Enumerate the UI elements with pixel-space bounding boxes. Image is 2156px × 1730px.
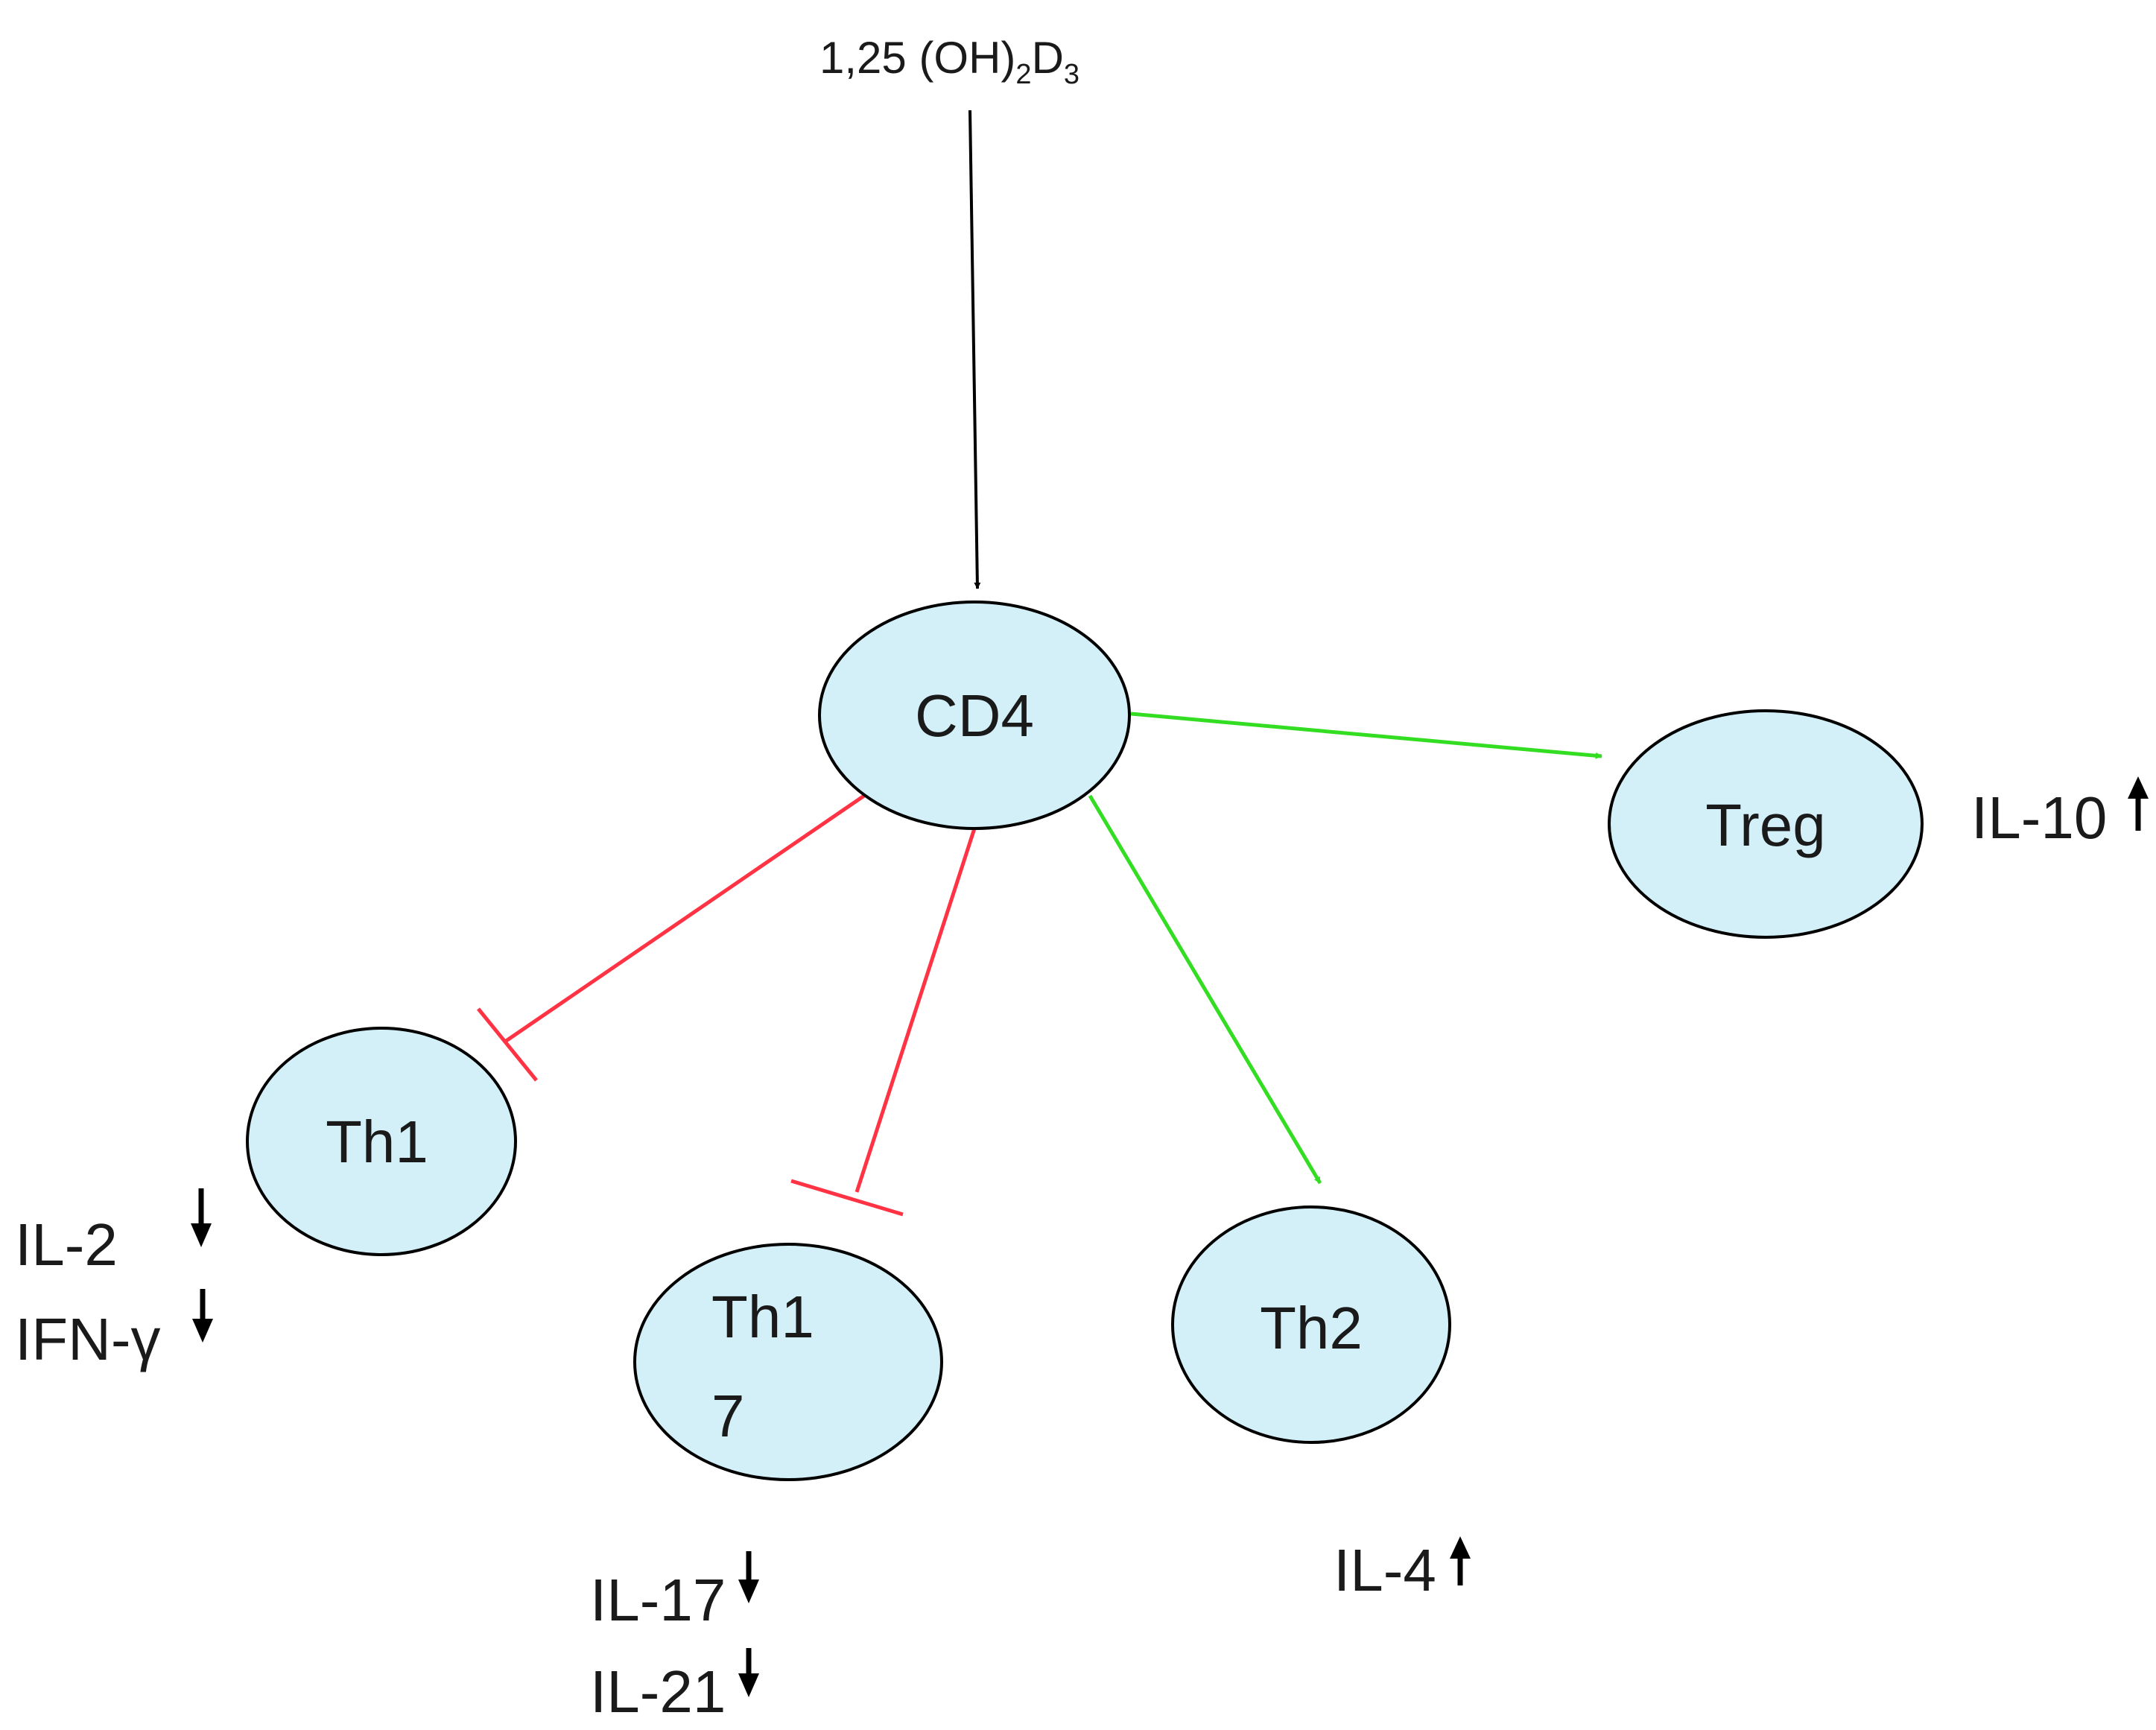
cytokine-ifng: IFN-γ [15, 1289, 213, 1372]
node-cd4: CD4 [818, 601, 1131, 830]
cytokine-il10: IL-10 [1971, 776, 2149, 851]
down-arrow-icon [192, 1289, 213, 1343]
cd4-to-treg-arrow [1130, 712, 1602, 759]
svg-text:CD4: CD4 [915, 682, 1034, 749]
down-arrow-icon [191, 1188, 212, 1247]
up-arrow-icon [2128, 776, 2149, 831]
cytokine-il17: IL-17 [590, 1551, 759, 1633]
cytokine-il4: IL-4 [1334, 1536, 1471, 1603]
cd4-to-th17-inhibit [790, 828, 977, 1217]
up-arrow-icon [1450, 1536, 1471, 1585]
svg-text:1,25 (OH)2D3: 1,25 (OH)2D3 [819, 33, 1079, 90]
source-to-cd4-arrow [968, 110, 981, 589]
svg-text:Th1: Th1 [711, 1284, 814, 1350]
cytokine-il21: IL-21 [590, 1648, 759, 1725]
node-th2: Th2 [1171, 1205, 1451, 1444]
svg-text:7: 7 [711, 1383, 745, 1449]
svg-text:IL-17: IL-17 [590, 1567, 726, 1633]
node-th17: Th1 7 [633, 1243, 943, 1481]
svg-text:Treg: Treg [1705, 792, 1826, 858]
node-treg: Treg [1608, 709, 1924, 939]
source-label: 1,25 (OH)2D3 [819, 33, 1079, 90]
svg-text:IL-21: IL-21 [590, 1658, 726, 1725]
node-th1: Th1 [246, 1027, 517, 1256]
svg-text:IL-2: IL-2 [15, 1211, 118, 1278]
cytokine-il2: IL-2 [15, 1188, 212, 1278]
svg-text:IL-10: IL-10 [1971, 785, 2107, 851]
cd4-to-th1-inhibit [477, 793, 866, 1082]
svg-text:IFN-γ: IFN-γ [15, 1306, 161, 1372]
cd4-to-th2-arrow [1088, 794, 1322, 1185]
svg-text:Th2: Th2 [1260, 1295, 1363, 1361]
svg-text:Th1: Th1 [326, 1109, 428, 1175]
down-arrow-icon [738, 1551, 759, 1603]
down-arrow-icon [738, 1648, 759, 1697]
svg-text:IL-4: IL-4 [1334, 1537, 1436, 1603]
